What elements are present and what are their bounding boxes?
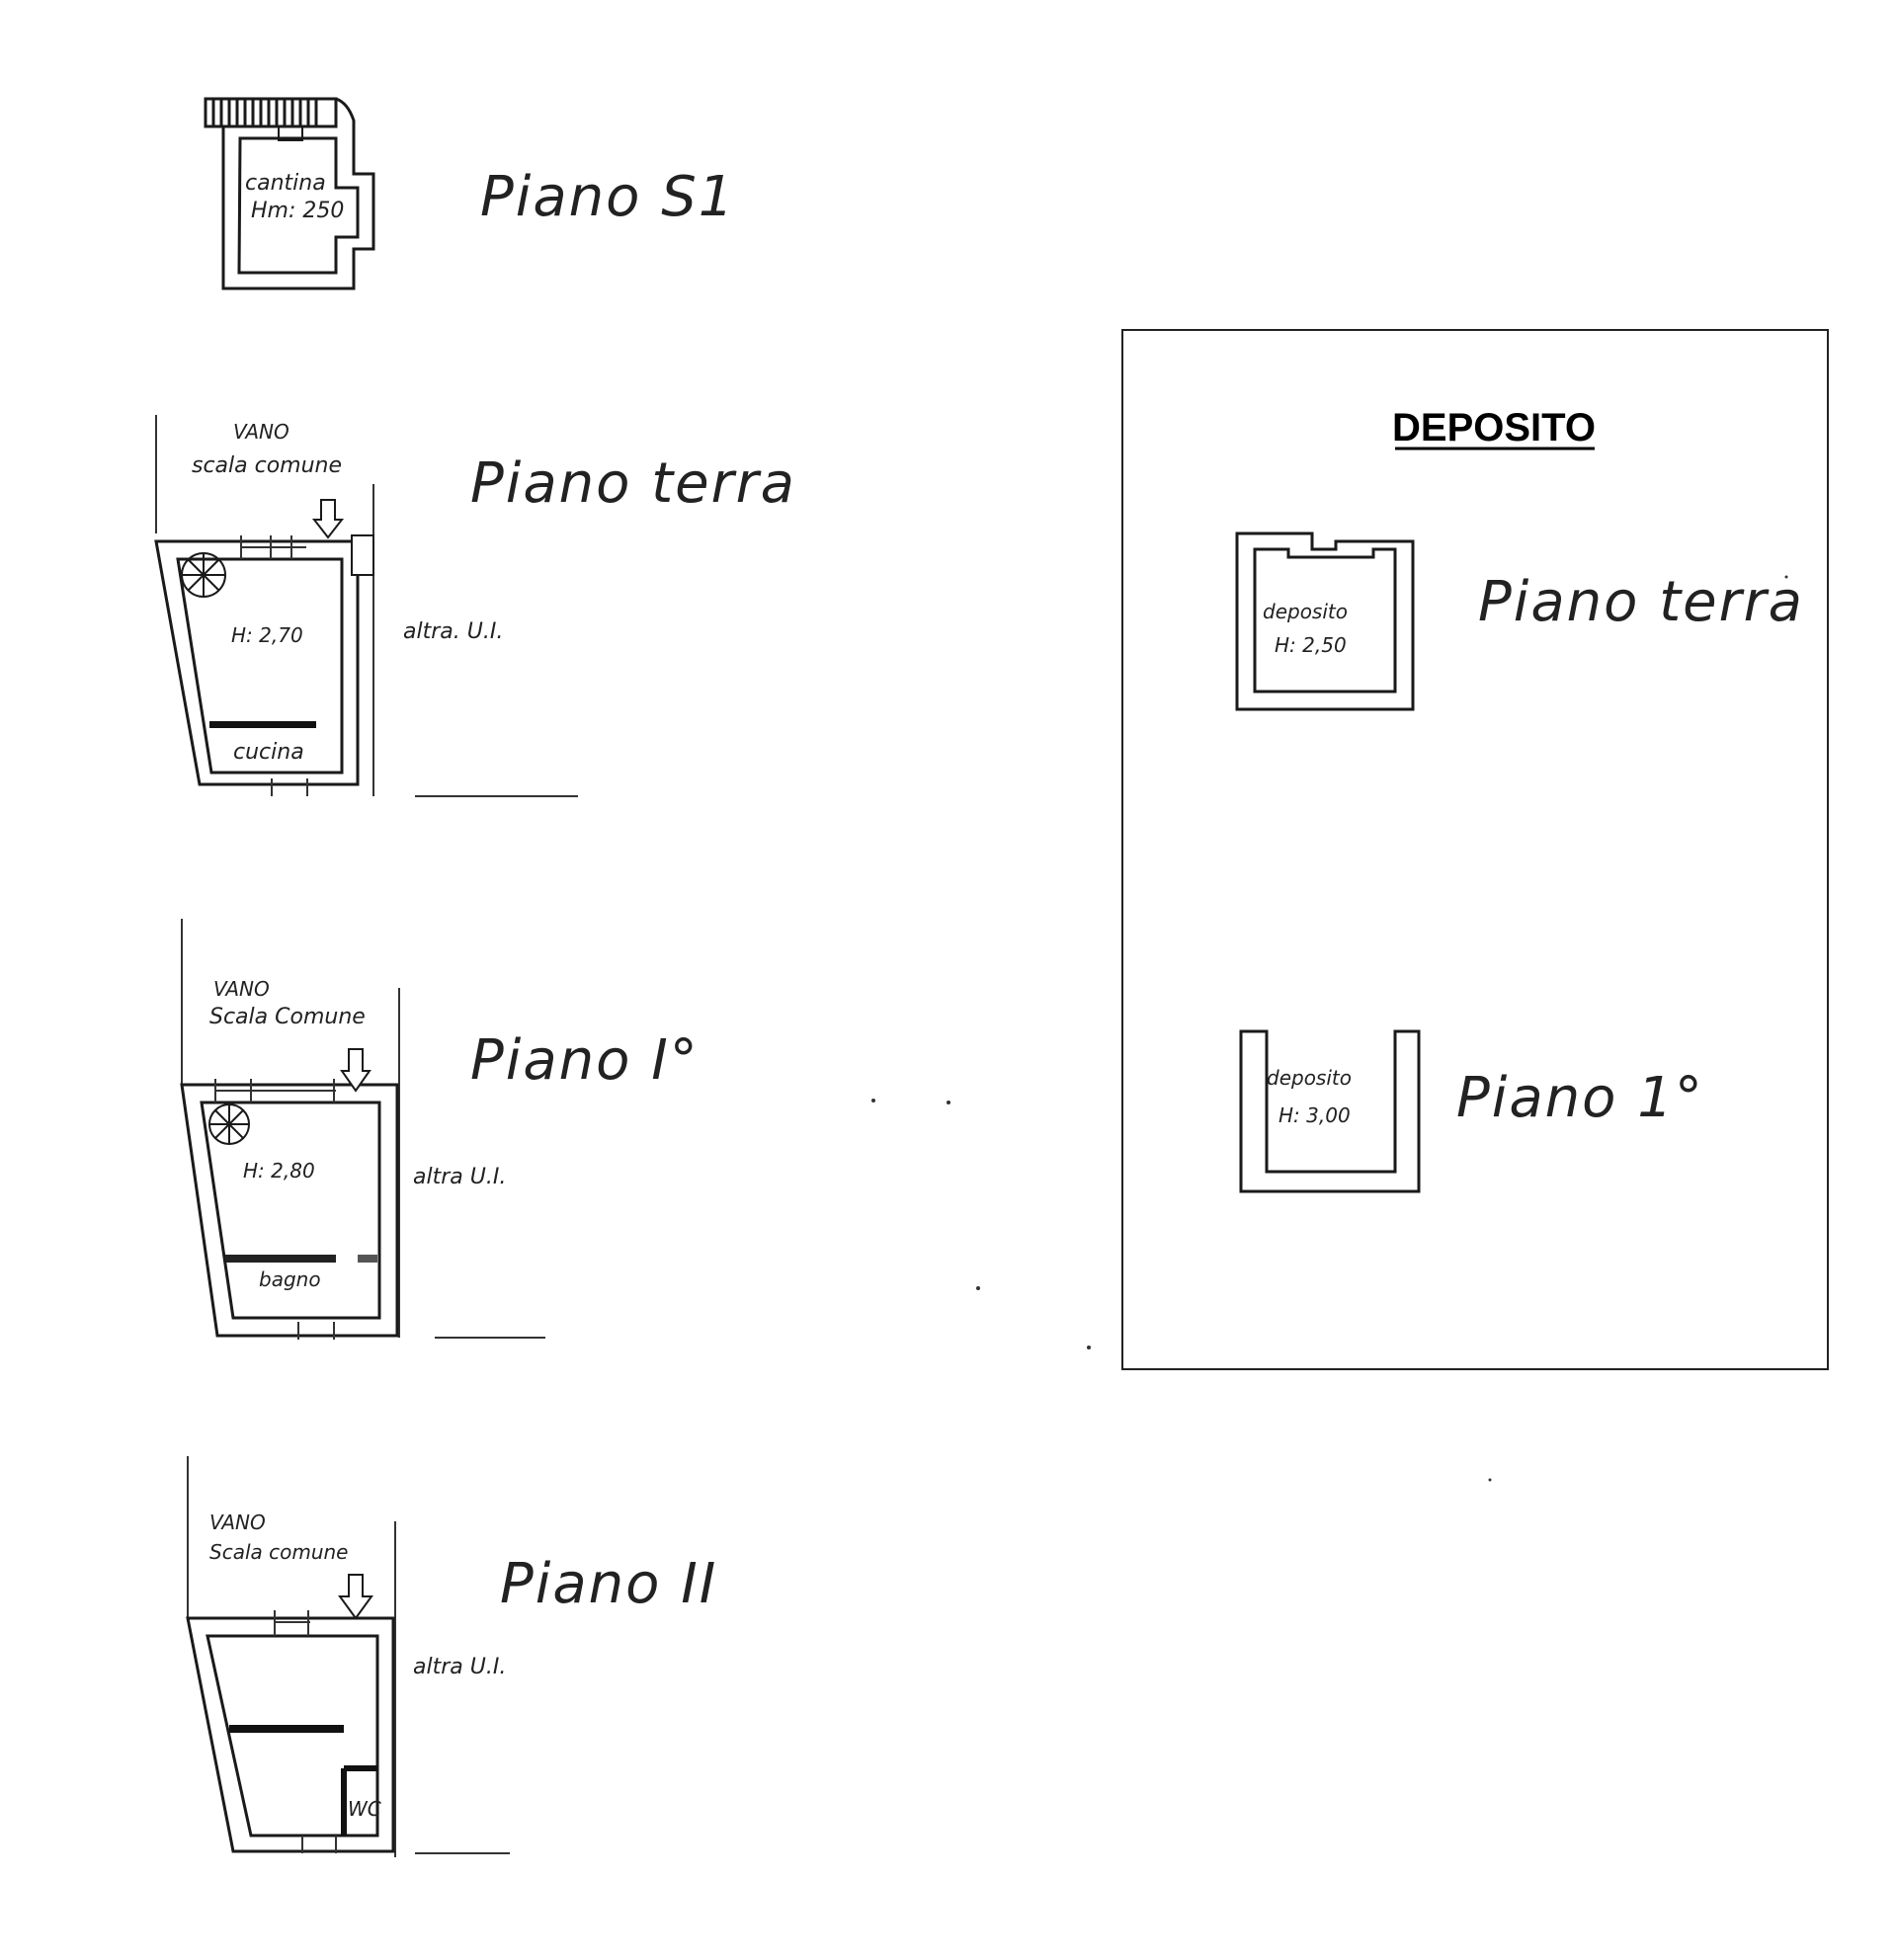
room-label-cantina: cantina: [245, 171, 326, 196]
deposito-frame: [1121, 329, 1829, 1370]
plan-piano-s1: cantina Hm: 250 Piano S1: [204, 97, 735, 290]
plan-piano-primo: VANO Scala Comune H: 2,80 bagno altra U.…: [180, 919, 700, 1340]
room-label-wc: WC: [348, 1797, 381, 1821]
deposito-room-primo: deposito: [1267, 1066, 1352, 1090]
stair-hatch: [204, 97, 338, 128]
stair-label-bottom: Scala comune: [209, 1540, 349, 1564]
floor-label-s1: Piano S1: [480, 165, 735, 229]
neighbor-label-primo: altra U.I.: [413, 1165, 506, 1189]
height-label-terra: H: 2,70: [231, 623, 303, 647]
stair-label-top: VANO: [209, 1511, 266, 1534]
deposito-floor-label-terra: Piano terra: [1478, 570, 1804, 634]
deposito-panel: DEPOSITO deposito H: 2,50 Piano terra de…: [1121, 329, 1829, 1370]
room-label-cucina: cucina: [233, 740, 304, 765]
deposito-height-primo: H: 3,00: [1278, 1103, 1351, 1127]
floor-label-primo: Piano I°: [470, 1028, 700, 1093]
deposito-height-terra: H: 2,50: [1275, 633, 1347, 657]
neighbor-label-secondo: altra U.I.: [413, 1655, 506, 1679]
stair-label-top: VANO: [233, 420, 289, 444]
stair-label-bottom: Scala Comune: [209, 1005, 366, 1029]
entrance-arrow: [340, 1048, 371, 1093]
stair-label-top: VANO: [213, 977, 270, 1001]
scan-specks: [871, 575, 1788, 1482]
neighbor-label-terra: altra. U.I.: [403, 619, 503, 644]
entrance-arrow: [311, 499, 345, 539]
floor-label-secondo: Piano II: [500, 1552, 717, 1616]
deposito-room-terra: deposito: [1263, 600, 1348, 623]
height-label-primo: H: 2,80: [243, 1159, 315, 1183]
plan-piano-terra: VANO scala comune H: 2,70 cucina altra. …: [154, 415, 796, 797]
entrance-arrow: [338, 1574, 373, 1620]
floor-label-terra: Piano terra: [470, 451, 796, 516]
plan-piano-secondo: VANO Scala comune WC altra U.I. Piano II: [186, 1456, 717, 1857]
room-label-bagno: bagno: [259, 1267, 321, 1291]
height-label-s1: Hm: 250: [251, 199, 344, 223]
stair-label-bottom: scala comune: [192, 453, 342, 478]
deposito-floor-label-primo: Piano 1°: [1456, 1066, 1704, 1130]
deposito-title: DEPOSITO: [1392, 406, 1596, 449]
